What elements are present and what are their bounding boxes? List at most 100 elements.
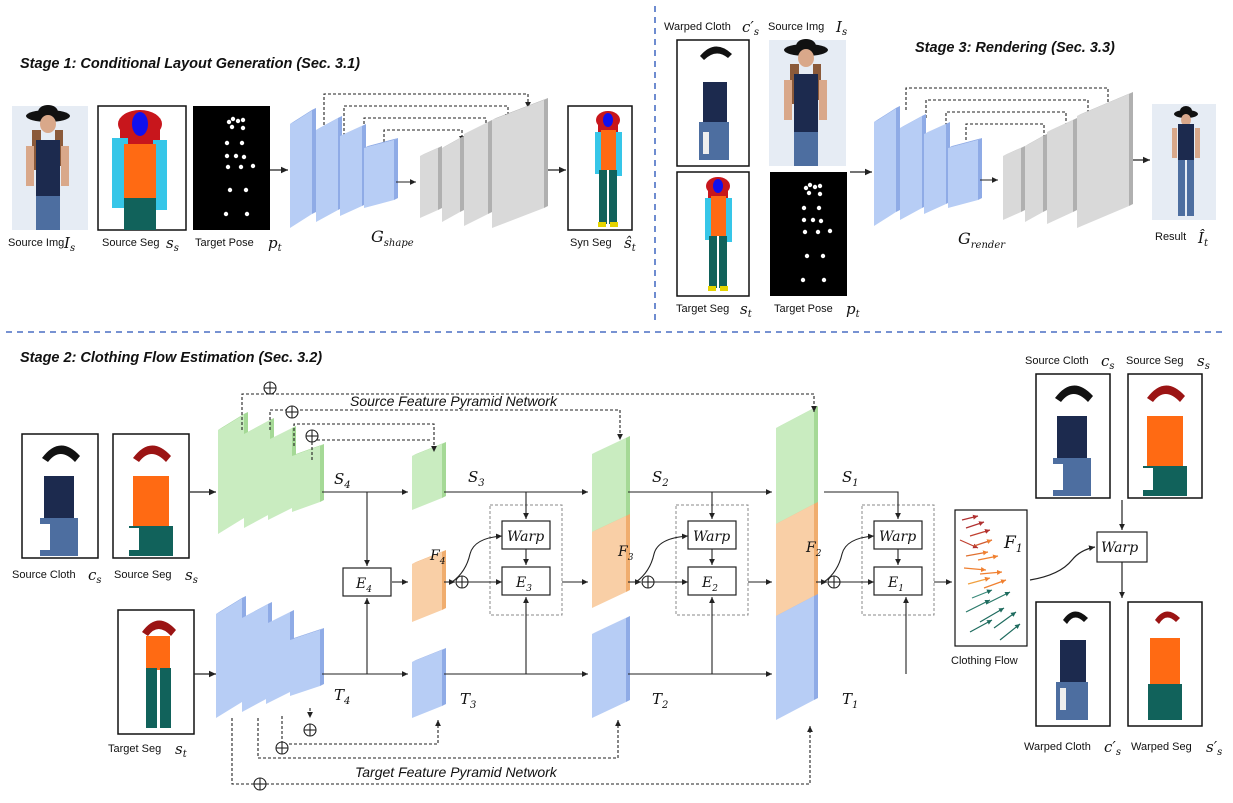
stage2-source-cloth-label: Source Cloth cs [12, 566, 102, 586]
T1-label: T1 [842, 690, 858, 711]
T3-block [412, 648, 446, 718]
svg-text:ss: ss [166, 234, 179, 254]
S1-to-warp-arrow [824, 491, 901, 519]
stage2-right-source-cloth-label: Source Cloth cs [1025, 352, 1115, 372]
T2-block [592, 616, 630, 718]
target-fpn-skip [231, 718, 813, 785]
source-sum-node [263, 381, 277, 395]
stage3-source-img [769, 39, 846, 166]
decoder-block [1025, 134, 1047, 222]
sum-node [455, 575, 469, 589]
S3-label: S3 [468, 468, 485, 489]
encoder-block [900, 114, 926, 220]
warp-label: Warp [879, 529, 916, 545]
sum-node [641, 575, 655, 589]
stage3-target-pose [770, 172, 847, 296]
stage2-source-seg-label: Source Seg ss [114, 566, 198, 586]
svg-text:cs: cs [88, 566, 102, 586]
flow-vector [979, 569, 1003, 575]
g-shape-label: Gshape [371, 227, 414, 249]
decoder-block [420, 146, 442, 218]
svg-text:st: st [740, 300, 753, 320]
encoder-block [364, 138, 398, 208]
source-fpn-block [268, 426, 296, 520]
flow-vector [983, 579, 1007, 589]
stage1-source-seg [97, 105, 187, 231]
F2-label: F2 [805, 540, 822, 559]
stage3-result-label: Result Ît [1155, 229, 1209, 249]
stage2-source-seg [112, 433, 190, 559]
E3-box [501, 566, 551, 596]
flow-vector [973, 539, 993, 547]
stage3-target-seg-label: Target Seg st [676, 300, 753, 320]
stage2-source-cloth [21, 433, 99, 559]
svg-text:Source Seg: Source Seg [1126, 355, 1183, 367]
clothing-flow-field [954, 509, 1028, 647]
decoder-block [464, 120, 492, 226]
encoder-block [948, 138, 982, 208]
source-fpn-skip [241, 393, 817, 430]
stage2-target-seg-label: Target Seg st [108, 740, 188, 760]
T3-label: T3 [460, 690, 476, 711]
stage3-source-img-label: Source Img Is [768, 18, 847, 38]
stage2-connections [231, 381, 952, 791]
svg-text:Source Seg: Source Seg [102, 237, 159, 249]
stage3-title: Stage 3: Rendering (Sec. 3.3) [915, 40, 1115, 56]
E2-box [687, 566, 737, 596]
S3-block [412, 442, 446, 510]
stage2-right-source-seg-label: Source Seg ss [1126, 352, 1210, 372]
stage3-target-pose-label: Target Pose pt [774, 300, 861, 320]
stage2-warped-seg [1127, 601, 1203, 727]
E2-label: E2 [701, 575, 718, 594]
F-to-warp-arrow [823, 533, 875, 583]
skip-connection [343, 105, 511, 136]
stage1-target-pose-label: Target Pose pt [195, 234, 283, 254]
F4-label: F4 [429, 548, 446, 567]
flow-vector [963, 567, 987, 573]
encoder-block [316, 116, 342, 222]
target-fpn-skip [257, 718, 621, 759]
F2-block [776, 502, 818, 624]
svg-text:Target Seg: Target Seg [108, 743, 161, 755]
flow-vector [965, 521, 985, 529]
svg-text:Source Seg: Source Seg [114, 569, 171, 581]
target-fpn-block [290, 628, 324, 696]
svg-text:Source Cloth: Source Cloth [12, 569, 76, 581]
target-fpn-label: Target Feature Pyramid Network [355, 764, 558, 780]
F-to-warp-arrow [635, 533, 689, 583]
flow-vector [971, 589, 993, 599]
g-render-generator [874, 87, 1133, 228]
target-fpn-skip [281, 716, 441, 745]
svg-text:Grender: Grender [958, 229, 1006, 251]
warp-label: Warp [507, 529, 544, 545]
svg-text:Target Seg: Target Seg [676, 303, 729, 315]
flow-vector [979, 607, 1005, 623]
F4-block [412, 550, 446, 622]
stage2-right-source-cloth [1035, 373, 1111, 499]
F3-label: F3 [617, 544, 634, 563]
stage2-target-seg [117, 609, 195, 735]
stage1-source-seg-label: Source Seg ss [102, 234, 179, 254]
flow-vector [969, 529, 991, 537]
encoder-block [340, 124, 366, 216]
g-shape-generator [290, 93, 548, 228]
flow-vector [999, 623, 1021, 641]
svg-text:Warped Cloth: Warped Cloth [664, 21, 731, 33]
stage3-target-seg [676, 171, 750, 297]
stage1-source-img [12, 105, 88, 230]
svg-text:pt: pt [846, 300, 861, 320]
svg-text:Warped Cloth: Warped Cloth [1024, 741, 1091, 753]
flow-vector [985, 591, 1011, 605]
E1-label: E1 [887, 575, 904, 594]
svg-text:c′s: c′s [742, 18, 759, 38]
target-sum-node [275, 741, 289, 755]
flow-vector [967, 576, 991, 585]
E1-box [873, 566, 923, 596]
stage2-warped-cloth [1035, 601, 1111, 727]
skip-connection [383, 129, 465, 152]
svg-text:Ît: Ît [1197, 229, 1209, 249]
S2-label: S2 [652, 468, 669, 489]
stage3-result-img [1152, 104, 1216, 220]
flow-vector [969, 619, 993, 633]
